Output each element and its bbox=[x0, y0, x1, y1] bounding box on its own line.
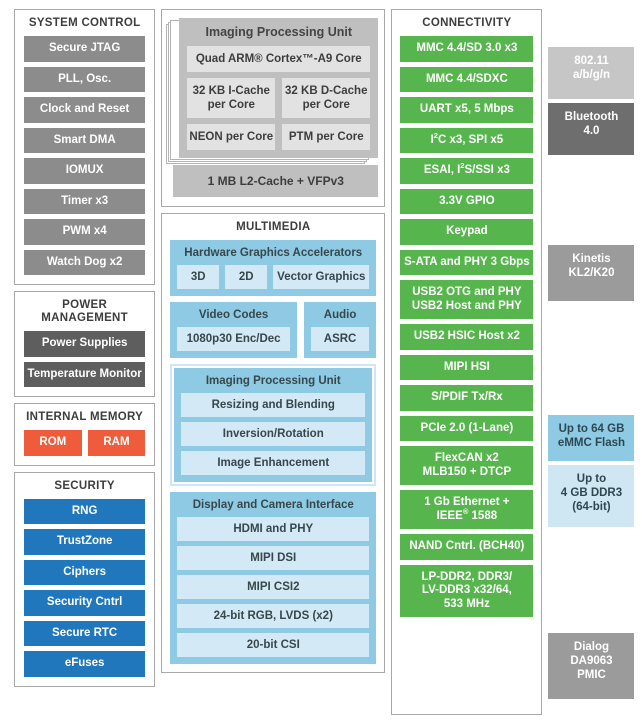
block-nand-cntrl[interactable]: NAND Cntrl. (BCH40) bbox=[400, 534, 534, 560]
block-mipi-hsi[interactable]: MIPI HSI bbox=[400, 354, 534, 380]
cpu-title: Imaging Processing Unit bbox=[205, 25, 353, 39]
connectivity-title: CONNECTIVITY bbox=[422, 17, 512, 29]
ipu-head: Imaging Processing Unit bbox=[205, 375, 341, 387]
block-ddr-memory-controller[interactable]: LP-DDR2, DDR3/LV-DDR3 x32/64,533 MHz bbox=[400, 564, 534, 617]
cpu-dcache-box[interactable]: 32 KB D-Cache per Core bbox=[282, 78, 371, 118]
cpu-l2-cache-box[interactable]: 1 MB L2-Cache + VFPv3 bbox=[173, 165, 379, 197]
block-rng[interactable]: RNG bbox=[24, 498, 146, 524]
security-title: SECURITY bbox=[54, 479, 115, 492]
block-pwm[interactable]: PWM x4 bbox=[24, 219, 146, 245]
block-24bit-rgb-lvds[interactable]: 24-bit RGB, LVDS (x2) bbox=[177, 604, 370, 628]
system-control-panel: SYSTEM CONTROL Secure JTAG PLL, Osc. Clo… bbox=[14, 9, 156, 285]
cpu-cache-row: 32 KB I-Cache per Core 32 KB D-Cache per… bbox=[187, 78, 371, 118]
block-mmc-sd[interactable]: MMC 4.4/SD 3.0 x3 bbox=[400, 36, 534, 62]
block-usb2-hsic[interactable]: USB2 HSIC Host x2 bbox=[400, 324, 534, 350]
connectivity-column: CONNECTIVITY MMC 4.4/SD 3.0 x3 MMC 4.4/S… bbox=[391, 9, 543, 715]
block-rom[interactable]: ROM bbox=[24, 430, 82, 456]
block-pll-osc[interactable]: PLL, Osc. bbox=[24, 66, 146, 92]
cpu-card[interactable]: Imaging Processing Unit Quad ARM® Cortex… bbox=[179, 18, 379, 158]
graphics-accelerators-group: Hardware Graphics Accelerators 3D 2D Vec… bbox=[170, 240, 377, 296]
cpu-stack: Imaging Processing Unit Quad ARM® Cortex… bbox=[166, 18, 379, 164]
cpu-ptm-box[interactable]: PTM per Core bbox=[282, 124, 371, 150]
multimedia-panel: MULTIMEDIA Hardware Graphics Accelerator… bbox=[161, 213, 386, 673]
block-inversion-rotation[interactable]: Inversion/Rotation bbox=[181, 422, 366, 446]
internal-memory-row: ROM RAM bbox=[24, 430, 146, 456]
cpu-neon-box[interactable]: NEON per Core bbox=[187, 124, 276, 150]
graphics-accelerators-row: 3D 2D Vector Graphics bbox=[177, 265, 370, 289]
block-2d[interactable]: 2D bbox=[225, 265, 268, 289]
block-temperature-monitor[interactable]: Temperature Monitor bbox=[24, 361, 146, 387]
block-efuses[interactable]: eFuses bbox=[24, 651, 146, 677]
display-camera-group: Display and Camera Interface HDMI and PH… bbox=[170, 492, 377, 664]
video-codes-group: Video Codes 1080p30 Enc/Dec bbox=[170, 302, 297, 358]
block-security-cntrl[interactable]: Security Cntrl bbox=[24, 590, 146, 616]
video-codes-head: Video Codes bbox=[198, 309, 269, 321]
block-uart[interactable]: UART x5, 5 Mbps bbox=[400, 97, 534, 123]
block-gpio[interactable]: 3.3V GPIO bbox=[400, 188, 534, 214]
block-mipi-csi2[interactable]: MIPI CSI2 bbox=[177, 575, 370, 599]
block-watch-dog[interactable]: Watch Dog x2 bbox=[24, 249, 146, 275]
block-iomux[interactable]: IOMUX bbox=[24, 158, 146, 184]
security-panel: SECURITY RNG TrustZone Ciphers Security … bbox=[14, 471, 156, 687]
block-timer[interactable]: Timer x3 bbox=[24, 188, 146, 214]
block-ethernet-ieee1588[interactable]: 1 Gb Ethernet +IEEE® 1588 bbox=[400, 490, 534, 529]
block-mmc-sdxc[interactable]: MMC 4.4/SDXC bbox=[400, 66, 534, 92]
power-management-title: POWER MANAGEMENT bbox=[41, 299, 128, 324]
block-hdmi-and-phy[interactable]: HDMI and PHY bbox=[177, 517, 370, 541]
block-mipi-dsi[interactable]: MIPI DSI bbox=[177, 546, 370, 570]
block-keypad[interactable]: Keypad bbox=[400, 219, 534, 245]
block-trustzone[interactable]: TrustZone bbox=[24, 529, 146, 555]
block-1080p30-enc-dec[interactable]: 1080p30 Enc/Dec bbox=[177, 327, 290, 351]
internal-memory-title: INTERNAL MEMORY bbox=[26, 411, 144, 423]
block-asrc[interactable]: ASRC bbox=[310, 327, 370, 351]
block-sata[interactable]: S-ATA and PHY 3 Gbps bbox=[400, 249, 534, 275]
block-vector-graphics[interactable]: Vector Graphics bbox=[273, 265, 370, 289]
left-column: SYSTEM CONTROL Secure JTAG PLL, Osc. Clo… bbox=[14, 9, 156, 687]
audio-group: Audio ASRC bbox=[303, 302, 377, 358]
audio-head: Audio bbox=[323, 309, 357, 321]
power-management-panel: POWER MANAGEMENT Power Supplies Temperat… bbox=[14, 291, 156, 397]
block-spdif[interactable]: S/PDIF Tx/Rx bbox=[400, 385, 534, 411]
connectivity-panel: CONNECTIVITY MMC 4.4/SD 3.0 x3 MMC 4.4/S… bbox=[391, 9, 543, 715]
display-camera-head: Display and Camera Interface bbox=[192, 499, 354, 511]
cpu-core-box[interactable]: Quad ARM® Cortex™-A9 Core bbox=[187, 46, 371, 72]
block-ram[interactable]: RAM bbox=[87, 430, 146, 456]
block-secure-rtc[interactable]: Secure RTC bbox=[24, 620, 146, 646]
block-ciphers[interactable]: Ciphers bbox=[24, 559, 146, 585]
block-power-supplies[interactable]: Power Supplies bbox=[24, 331, 146, 357]
middle-column: Imaging Processing Unit Quad ARM® Cortex… bbox=[161, 9, 386, 673]
multimedia-title: MULTIMEDIA bbox=[236, 221, 311, 233]
cpu-icache-box[interactable]: 32 KB I-Cache per Core bbox=[187, 78, 276, 118]
cpu-neon-ptm-row: NEON per Core PTM per Core bbox=[187, 124, 371, 150]
block-secure-jtag[interactable]: Secure JTAG bbox=[24, 36, 146, 62]
block-3d[interactable]: 3D bbox=[177, 265, 220, 289]
ipu-group: Imaging Processing Unit Resizing and Ble… bbox=[174, 368, 373, 482]
block-resizing-and-blending[interactable]: Resizing and Blending bbox=[181, 393, 366, 417]
system-control-title: SYSTEM CONTROL bbox=[28, 17, 141, 29]
video-audio-row: Video Codes 1080p30 Enc/Dec Audio ASRC bbox=[170, 302, 377, 358]
block-image-enhancement[interactable]: Image Enhancement bbox=[181, 451, 366, 475]
internal-memory-panel: INTERNAL MEMORY ROM RAM bbox=[14, 403, 156, 466]
graphics-accelerators-head: Hardware Graphics Accelerators bbox=[184, 247, 363, 259]
block-20bit-csi[interactable]: 20-bit CSI bbox=[177, 633, 370, 657]
block-pcie[interactable]: PCIe 2.0 (1-Lane) bbox=[400, 415, 534, 441]
block-i2c-spi[interactable]: I2C x3, SPI x5 bbox=[400, 127, 534, 153]
block-smart-dma[interactable]: Smart DMA bbox=[24, 127, 146, 153]
cpu-panel: Imaging Processing Unit Quad ARM® Cortex… bbox=[161, 9, 386, 207]
ipu-outline: Imaging Processing Unit Resizing and Ble… bbox=[170, 364, 377, 486]
block-clock-and-reset[interactable]: Clock and Reset bbox=[24, 97, 146, 123]
block-esai-i2s-ssi[interactable]: ESAI, I2S/SSI x3 bbox=[400, 158, 534, 184]
